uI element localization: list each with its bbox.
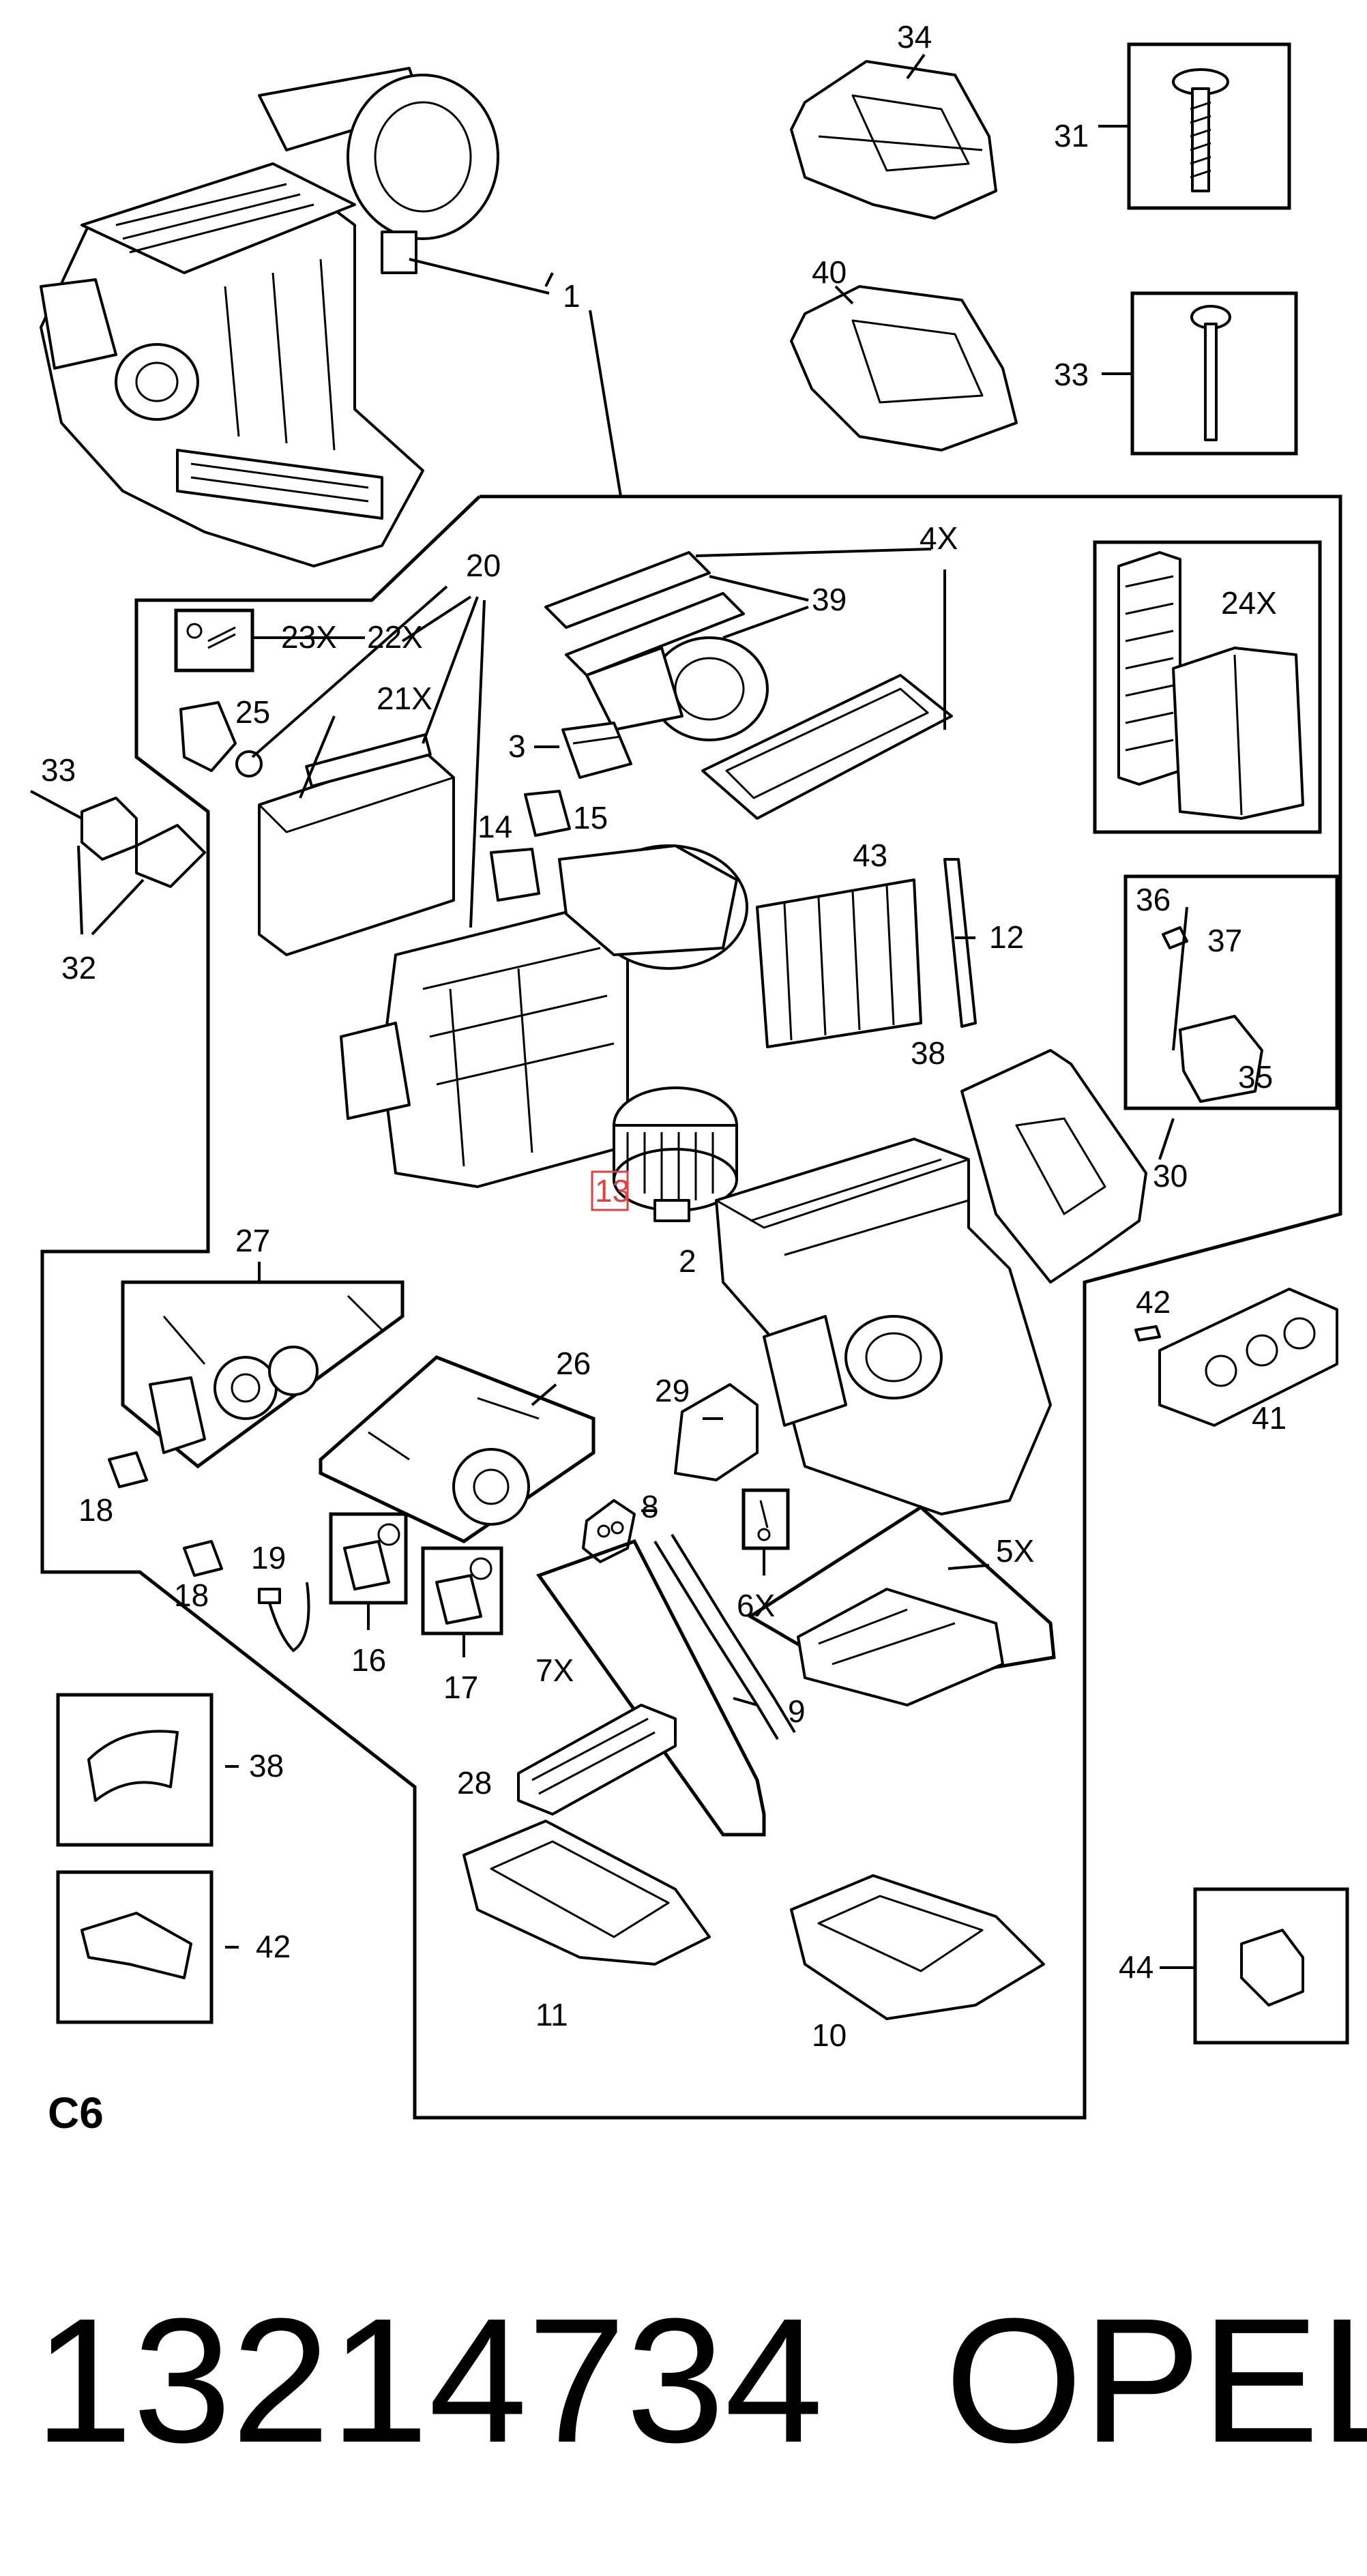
part-3-module [561, 722, 632, 779]
callout-42-upper: 42 [1136, 1284, 1171, 1320]
callout-21x: 21X [377, 681, 432, 716]
callout-26: 26 [556, 1346, 591, 1381]
callout-36: 36 [1136, 882, 1171, 917]
assembly-boundary [40, 494, 1342, 2120]
part-40-duct [790, 285, 1018, 451]
callout-40: 40 [812, 254, 847, 290]
callout-4x: 4X [920, 520, 958, 556]
part-35-36-37-box [1123, 874, 1339, 1110]
callout-30: 30 [1153, 1158, 1188, 1194]
part-18-upper [108, 1451, 148, 1488]
part-32-bracket [30, 790, 206, 888]
part-29-actuator [674, 1383, 759, 1481]
callout-24x: 24X [1221, 585, 1277, 621]
part-24x-filter-box [1093, 540, 1322, 834]
callout-5x: 5X [996, 1533, 1034, 1569]
callout-33-right: 33 [1054, 357, 1089, 392]
callout-42-box: 42 [256, 1929, 291, 1964]
callout-23x: 23X [281, 619, 337, 655]
callout-20: 20 [466, 548, 501, 583]
part-38-box [56, 1693, 214, 1847]
callout-25: 25 [235, 694, 270, 730]
callout-22x: 22X [367, 619, 423, 655]
part-5x-heater-core [747, 1505, 1056, 1706]
part-11-tray [462, 1820, 711, 1966]
part-2-lower-case [715, 1138, 1052, 1515]
part-17-box [421, 1546, 503, 1635]
part-21x-heater-core [258, 733, 455, 956]
callout-13: 13 [595, 1173, 630, 1209]
hvac-module-assembly [40, 67, 499, 567]
part-34-bracket [790, 60, 997, 220]
heater-housing-assembly [340, 844, 748, 1188]
part-7x-pipes [536, 1533, 796, 1837]
callout-13-highlight [591, 1170, 629, 1211]
part-30-duct [960, 1049, 1147, 1284]
part-12-seal-strip [943, 858, 977, 1028]
callout-43: 43 [853, 838, 887, 873]
callout-29: 29 [655, 1373, 690, 1408]
part-13-blower-motor [613, 1086, 738, 1222]
callout-6x: 6X [737, 1588, 775, 1623]
part-27-actuator-group [121, 1280, 405, 1469]
callout-27: 27 [235, 1223, 270, 1258]
part-14-module [490, 848, 540, 902]
callout-2: 2 [679, 1243, 696, 1279]
callout-14: 14 [477, 809, 512, 844]
callout-18-lower: 18 [174, 1578, 209, 1613]
part-25-grommet [179, 701, 263, 778]
callout-12: 12 [989, 919, 1024, 955]
part-41-control-panel [1134, 1288, 1338, 1427]
callout-17: 17 [443, 1670, 478, 1705]
callout-33-left: 33 [41, 752, 76, 788]
callout-10: 10 [812, 2017, 847, 2053]
callout-32: 32 [61, 950, 96, 986]
part-16-box [329, 1512, 408, 1605]
group-code: C6 [48, 2088, 104, 2137]
part-26-actuator-group [319, 1355, 596, 1543]
callout-1: 1 [563, 278, 580, 314]
callout-38-upper: 38 [911, 1035, 945, 1071]
part-4x-frame [701, 674, 953, 820]
callout-41: 41 [1252, 1400, 1287, 1436]
callout-8: 8 [641, 1489, 659, 1524]
callout-28: 28 [457, 1765, 492, 1801]
callout-15: 15 [573, 800, 608, 835]
callout-39: 39 [812, 582, 847, 617]
callout-31: 31 [1054, 118, 1089, 153]
callout-35: 35 [1238, 1059, 1273, 1095]
leader-lines [77, 53, 1195, 1969]
callout-19: 19 [251, 1540, 286, 1575]
callout-3: 3 [508, 728, 526, 764]
part-44-box [1193, 1887, 1349, 2045]
part-18-lower [183, 1540, 223, 1577]
callout-44: 44 [1119, 1949, 1153, 1985]
part-33-bolt-box [1130, 291, 1298, 456]
part-42-box [56, 1870, 214, 2024]
callout-labels: 1 2 3 4X 5X 6X 7X 8 9 10 11 12 13 14 15 … [41, 19, 1287, 2053]
part-6x-clip-box [741, 1488, 790, 1550]
callout-34: 34 [897, 19, 932, 55]
callout-38-box: 38 [249, 1748, 284, 1783]
part-number: 13214734 [34, 2282, 823, 2480]
part-19-sensor [258, 1582, 310, 1653]
part-15-module [524, 790, 571, 837]
callout-11: 11 [535, 1997, 568, 2032]
part-8-grommet [582, 1499, 636, 1563]
callout-7x: 7X [535, 1653, 574, 1688]
part-43-evaporator [756, 878, 922, 1048]
callout-9: 9 [788, 1693, 806, 1729]
part-23x-22x-box [174, 608, 254, 672]
callout-16: 16 [351, 1642, 386, 1678]
brand-name: OPEL [945, 2282, 1367, 2480]
callout-37: 37 [1207, 923, 1242, 958]
part-10-tray [790, 1874, 1045, 2020]
part-28-core [517, 1704, 677, 1816]
part-31-screw-box [1127, 42, 1291, 210]
part-39-seals-and-housing [544, 551, 769, 741]
callout-18-upper: 18 [78, 1492, 113, 1528]
